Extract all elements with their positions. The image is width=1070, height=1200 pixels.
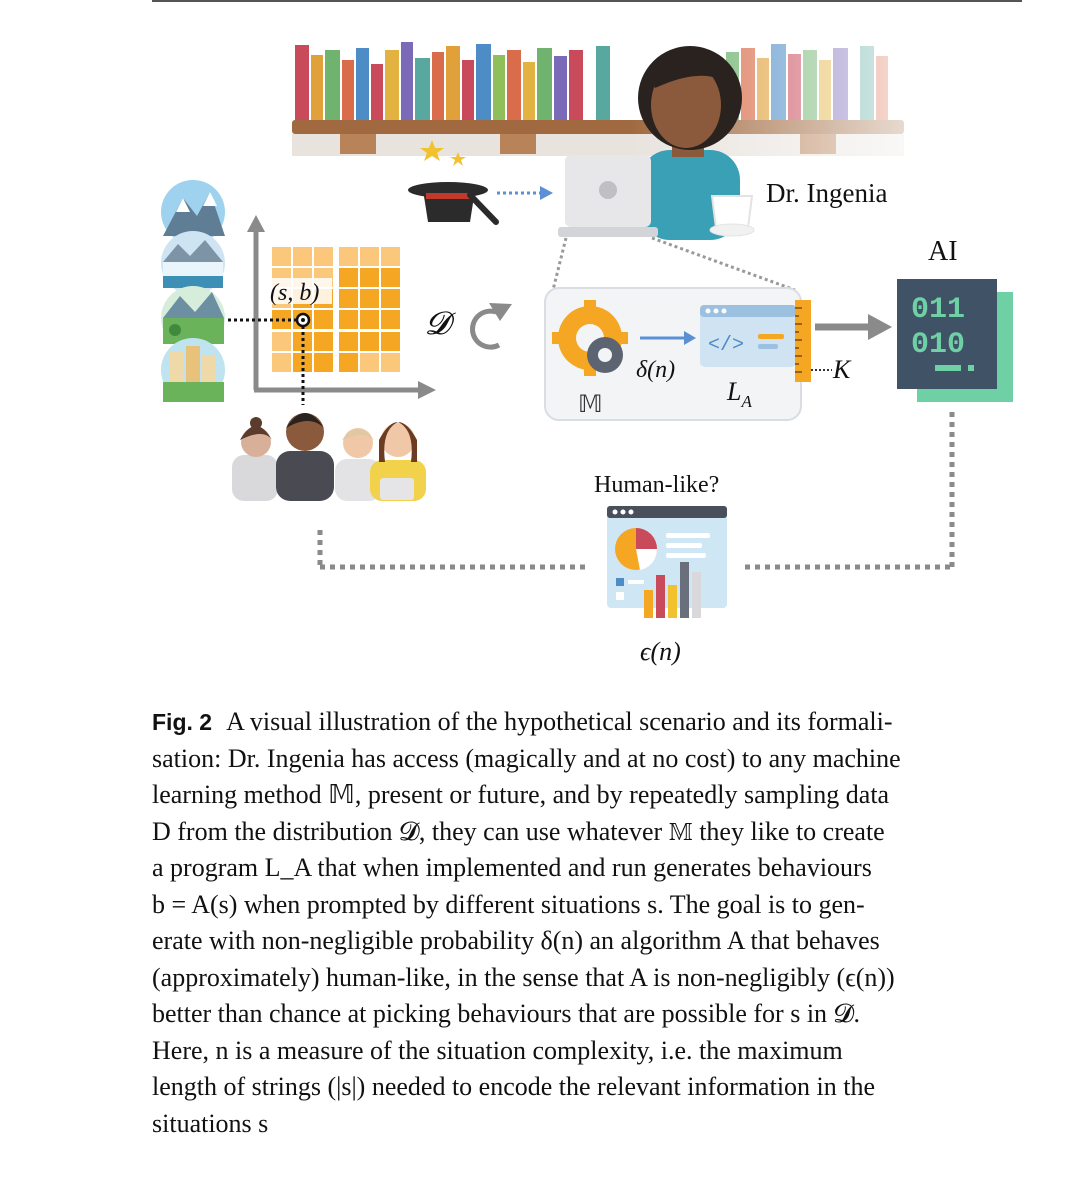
mountain-image-icon [161,180,225,244]
dotted-arrow-hat-to-laptop [497,186,553,200]
evaluation-dashboard-icon [607,506,727,618]
sample-point-label: (s, b) [270,280,319,306]
caption-line-7: erate with non-negligible probability δ(… [152,926,880,955]
person-2 [276,413,334,501]
caption-line-6: b = A(s) when prompted by different situ… [152,889,865,919]
caption-line-9: better than chance at picking behaviours… [152,999,860,1028]
gear-icon [552,300,628,376]
magic-hat-icon [408,140,499,225]
distribution-plot: (s, b) [228,215,436,405]
svg-text:011: 011 [911,293,965,327]
caption-line-4: D from the distribution 𝓓, they can use … [152,816,885,846]
caption-line-10: Here, n is a measure of the situation co… [152,1035,843,1065]
program-label: LA [726,377,752,411]
k-label: K [832,355,852,384]
dr-ingenia-person [638,46,755,240]
person-label: Dr. Ingenia [766,178,887,208]
distribution-label: 𝓓 [425,305,456,341]
delta-label: δ(n) [636,357,675,383]
city-image-icon [161,338,225,402]
feedback-loop-lines [317,412,955,570]
figure-caption: Fig. 2 A visual illustration of the hypot… [152,704,1022,1142]
glacier-image-icon [161,231,225,295]
zoom-line-left [551,237,568,291]
ai-binary-icon: 011 010 [897,279,1013,402]
laptop-icon [558,155,658,237]
person-3 [335,428,381,501]
resample-arrow-icon [470,308,501,350]
valley-image-icon [161,286,225,350]
caption-line-11: length of strings (|s|) needed to encode… [152,1072,876,1101]
code-window-icon: </> [700,305,796,367]
figure-illustration: Dr. Ingenia 𝕄 δ(n) [161,40,1013,666]
caption-line-8: (approximately) human-like, in the sense… [152,962,895,992]
caption-line-2: sation: Dr. Ingenia has access (magicall… [152,743,901,773]
humanlike-label: Human-like? [594,472,719,498]
code-symbol: </> [708,334,744,357]
person-4 [370,422,426,501]
ml-process-box: 𝕄 δ(n) </> LA [544,287,802,421]
method-symbol: 𝕄 [578,392,603,418]
arrow-program-to-ai-head [868,314,892,340]
caption-line-12: situations s [152,1108,269,1138]
people-group-icon [232,413,426,501]
zoom-line-right [651,236,796,292]
caption-line-3: learning method 𝕄, present or future, an… [152,780,890,809]
epsilon-label: ϵ(n) [640,637,681,666]
caption-line-1: A visual illustration of the hypothetica… [226,707,893,736]
svg-text:010: 010 [911,328,965,362]
ruler-icon [795,300,811,382]
arrow-method-to-program [684,331,696,345]
figure-number: Fig. 2 [152,709,213,735]
ai-label: AI [928,236,958,267]
distribution-grid-cells [270,245,400,375]
caption-line-5: a program L_A that when implemented and … [152,853,872,882]
top-rule [152,0,1022,2]
person-1 [232,417,278,501]
bookshelf [292,40,904,158]
situation-images [161,180,225,402]
